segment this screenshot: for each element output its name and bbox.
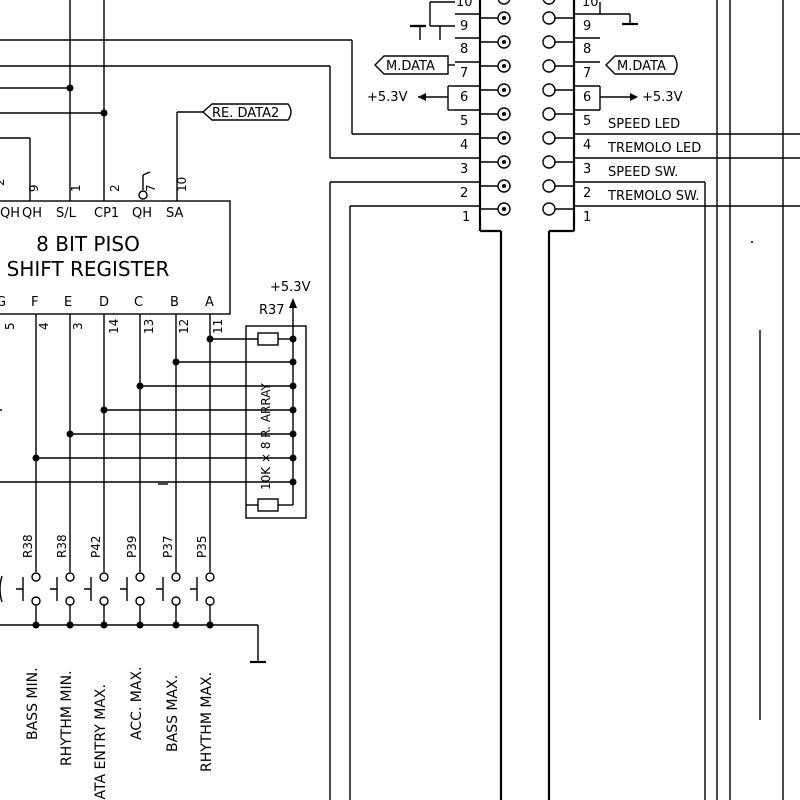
pin-name-a: A [205, 295, 214, 310]
conn-right-pin-2: 2 [583, 186, 591, 201]
pin-num-11: 11 [211, 319, 225, 334]
switch-symbol [84, 572, 109, 606]
resistor-array-r37: +5.3V R37 10K × 8 R. ARRAY [245, 280, 311, 519]
conn-right-pin-3: 3 [583, 162, 591, 177]
pin-num-14: 14 [107, 319, 121, 334]
right-ground [599, 2, 638, 26]
pin-name-qh: QH [0, 206, 20, 221]
pin-name-qh-top: QH [22, 206, 42, 221]
conn-left-pin-9: 9 [460, 19, 468, 34]
right-mdata-tag: M.DATA [605, 55, 678, 75]
signal-speed-led: SPEED LED [608, 117, 680, 132]
pin-name-sl: S/L [56, 206, 77, 221]
switch-ref-5: P37 [161, 535, 175, 558]
pin-num-3: 3 [71, 322, 85, 330]
pin-num-7: 7 [144, 184, 158, 192]
switch-symbol [156, 572, 181, 606]
pin-name-d: D [99, 295, 109, 310]
pin-name-c: C [134, 295, 143, 310]
right-bus-lines [704, 0, 784, 800]
pin-name-sa: SA [166, 206, 183, 221]
signal-tremolo-sw: TREMOLO SW. [607, 189, 700, 204]
conn-left-pin-5: 5 [460, 114, 468, 129]
switch-symbol [0, 572, 41, 606]
pin-num-2b: 2 [108, 184, 122, 192]
conn-right-pin-6: 6 [583, 90, 591, 105]
pin-name-g: G [0, 295, 6, 310]
signal-tremolo-led: TREMOLO LED [607, 141, 701, 156]
switch-label-acc-max: ACC. MAX. [129, 667, 145, 740]
conn-right-pin-5: 5 [583, 114, 591, 129]
right-supply: +5.3V [599, 86, 683, 110]
svg-text:RE. DATA2: RE. DATA2 [212, 106, 279, 121]
chip-title-line1: 8 BIT PISO [36, 232, 140, 256]
signal-speed-sw: SPEED SW. [608, 165, 678, 180]
switch-ref-3: P42 [89, 535, 103, 558]
conn-right-pin-7: 7 [583, 66, 591, 81]
svg-text:M.DATA: M.DATA [617, 59, 666, 74]
switch-label-bass-min: BASS MIN. [25, 667, 41, 740]
switch-label-rhythm-min: RHYTHM MIN. [59, 670, 75, 766]
svg-text:+5.3V: +5.3V [642, 90, 683, 105]
pin-name-qh-bar: QH [132, 206, 152, 221]
connector: 10 9 8 7 6 5 4 3 2 1 10 9 8 7 6 5 4 3 2 … [329, 0, 800, 800]
svg-text:M.DATA: M.DATA [386, 59, 435, 74]
switch-row: R38 R38 P42 P39 P37 P35 [0, 534, 266, 800]
pin-num-13: 13 [142, 319, 156, 334]
conn-left-pin-2: 2 [460, 186, 468, 201]
conn-right-pin-8: 8 [583, 42, 591, 57]
pin-num-10: 10 [175, 177, 189, 192]
conn-left-pin-10: 10 [456, 0, 473, 10]
pin-name-b: B [170, 295, 179, 310]
conn-left-pin-7: 7 [460, 66, 468, 81]
connector-left-contacts [480, 0, 511, 216]
switch-symbol [50, 572, 75, 606]
conn-right-pin-4: 4 [583, 138, 591, 153]
pin-num-2: 2 [0, 178, 7, 186]
switch-symbol [190, 572, 215, 606]
switch-label-data-entry-max: DATA ENTRY MAX. [93, 684, 109, 800]
r37-ref: R37 [259, 303, 285, 318]
conn-left-pin-4: 4 [460, 138, 468, 153]
left-supply: +5.3V [367, 85, 455, 111]
svg-text:+5.3V: +5.3V [367, 90, 408, 105]
pin-name-e: E [64, 295, 72, 310]
connector-right-contacts [542, 0, 574, 216]
r37-value: 10K × 8 R. ARRAY [259, 383, 273, 490]
left-mdata-tag: M.DATA [374, 55, 455, 75]
pin-num-12: 12 [177, 319, 191, 334]
conn-right-pin-10: 10 [582, 0, 599, 10]
re-data2-label: RE. DATA2 [201, 103, 292, 121]
conn-right-pin-9: 9 [583, 19, 591, 34]
pin-num-1: 1 [69, 184, 83, 192]
switch-ref-6: P35 [195, 535, 209, 558]
pin-name-cp1: CP1 [94, 206, 119, 221]
conn-right-pin-1: 1 [583, 210, 591, 225]
pin-num-4: 4 [37, 322, 51, 330]
shift-register-chip [0, 200, 231, 315]
shift-register-section: 8 BIT PISO SHIFT REGISTER QH QH S/L CP1 … [0, 0, 352, 572]
r37-supply-label: +5.3V [270, 280, 311, 295]
pin-num-9: 9 [27, 184, 41, 192]
switch-ref-2: R38 [55, 534, 69, 558]
conn-left-pin-3: 3 [460, 162, 468, 177]
pin-num-5: 5 [3, 322, 17, 330]
conn-left-pin-1: 1 [462, 210, 470, 225]
conn-left-pin-8: 8 [460, 42, 468, 57]
switch-ref-4: P39 [125, 535, 139, 558]
switch-ref-1: R38 [21, 534, 35, 558]
switch-symbol [120, 572, 145, 606]
conn-left-pin-6: 6 [460, 90, 468, 105]
pin-name-f: F [31, 295, 38, 310]
switch-label-bass-max: BASS MAX. [165, 675, 181, 752]
chip-title-line2: SHIFT REGISTER [7, 257, 170, 281]
switch-label-rhythm-max: RHYTHM MAX. [199, 672, 215, 772]
